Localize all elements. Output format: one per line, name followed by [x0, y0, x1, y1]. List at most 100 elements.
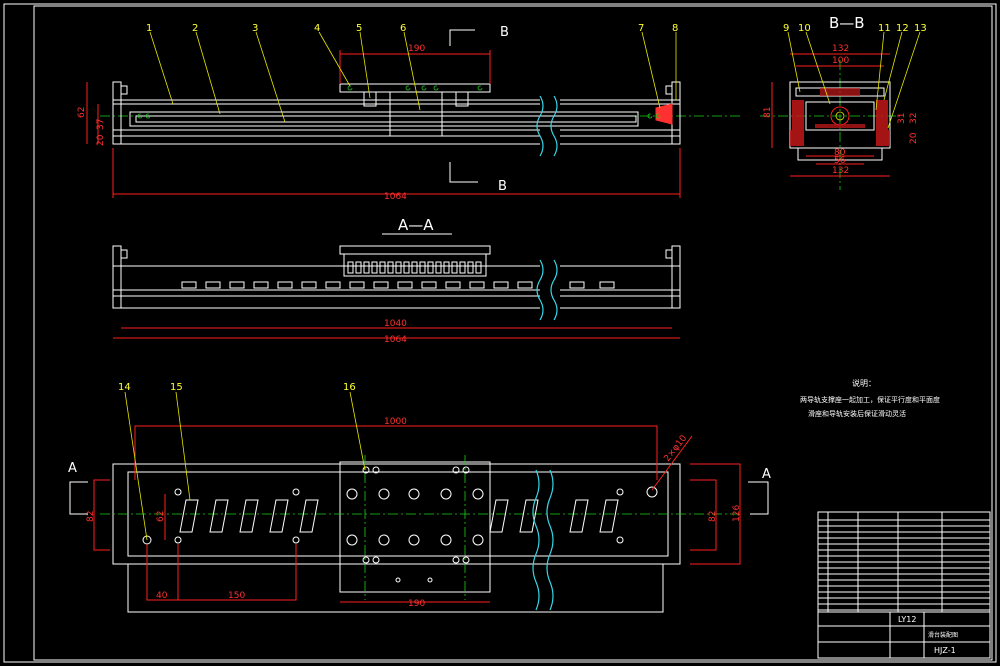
- rail-slot: [205, 281, 221, 289]
- plan-slots: [179, 499, 619, 533]
- mounting-hole: [472, 534, 484, 546]
- rack-tooth: [371, 261, 378, 274]
- dim-bb-100: 100: [832, 56, 849, 66]
- dim-plan-82-right: 82: [708, 511, 718, 522]
- dim-plan-1000: 1000: [384, 417, 407, 427]
- rail-slot: [569, 281, 585, 289]
- dim-bb-132-top: 132: [832, 44, 849, 54]
- plan-slot: [239, 499, 259, 533]
- outer-frame: [3, 3, 997, 663]
- dim-aa-1040: 1040: [384, 319, 407, 329]
- rail-slot: [229, 281, 245, 289]
- mounting-hole: [346, 488, 358, 500]
- balloon-5: 5: [356, 23, 362, 34]
- dim-plan-40: 40: [156, 591, 168, 601]
- title-material: LY12: [898, 615, 916, 624]
- mounting-hole: [378, 534, 390, 546]
- rail-slot: [181, 281, 197, 289]
- balloon-16: 16: [343, 382, 356, 393]
- rack-tooth: [475, 261, 482, 274]
- mounting-hole: [174, 536, 182, 544]
- balloon-15: 15: [170, 382, 183, 393]
- rack-tooth: [363, 261, 370, 274]
- notes-line-1: 两导轨支撑座一起加工，保证平行度和平面度: [800, 395, 940, 404]
- section-b-markers: B B: [449, 25, 509, 194]
- balloon-7: 7: [638, 23, 644, 34]
- plan-slot: [209, 499, 229, 533]
- front-dims: 190 62 37 20 1064: [77, 44, 681, 202]
- rail-slot: [397, 281, 413, 289]
- mounting-hole: [362, 466, 370, 474]
- mounting-hole: [440, 534, 452, 546]
- title-drawing-no: HJZ-1: [934, 646, 956, 655]
- label-b-top: B: [500, 25, 509, 40]
- balloon-3: 3: [252, 23, 258, 34]
- balloon-13: 13: [914, 23, 927, 34]
- leader-lines: [124, 31, 921, 541]
- dim-bb-32: 32: [909, 113, 919, 124]
- rack-tooth: [395, 261, 402, 274]
- balloon-labels: 1 2 3 4 5 6 7 8 9 10 11 12 13 14 15 16: [118, 23, 927, 393]
- mounting-hole: [372, 466, 380, 474]
- rack-tooth: [347, 261, 354, 274]
- dim-plan-126: 126: [732, 505, 742, 522]
- dim-bb-56: 56: [834, 156, 846, 166]
- rail-slot: [493, 281, 509, 289]
- mounting-hole: [616, 488, 624, 496]
- balloon-1: 1: [146, 23, 152, 34]
- rack-tooth: [435, 261, 442, 274]
- balloon-14: 14: [118, 382, 131, 393]
- rail-slot: [301, 281, 317, 289]
- dim-bb-31: 31: [897, 113, 907, 124]
- rack-tooth: [387, 261, 394, 274]
- plan-slot: [569, 499, 589, 533]
- dim-front-1064: 1064: [384, 192, 407, 202]
- balloon-4: 4: [314, 23, 320, 34]
- label-a-right: A: [762, 467, 771, 482]
- rail-slot: [373, 281, 389, 289]
- mounting-hole: [292, 488, 300, 496]
- mounting-hole: [616, 536, 624, 544]
- dim-front-20: 20: [96, 134, 106, 146]
- rail-slot: [325, 281, 341, 289]
- section-bb-view: B—B 132 100 81 31 32 20 80 56 132: [760, 14, 919, 190]
- rail-slot: [349, 281, 365, 289]
- mounting-hole: [452, 556, 460, 564]
- mounting-hole: [462, 556, 470, 564]
- dim-front-37: 37: [96, 119, 106, 130]
- mounting-hole: [462, 466, 470, 474]
- dim-plan-holes: 2×φ10: [662, 433, 689, 464]
- mounting-hole: [408, 488, 420, 500]
- dim-front-62: 62: [77, 107, 87, 118]
- mounting-hole: [452, 466, 460, 474]
- balloon-10: 10: [798, 23, 811, 34]
- mounting-hole: [362, 556, 370, 564]
- rack-tooth: [355, 261, 362, 274]
- balloon-11: 11: [878, 23, 891, 34]
- mounting-hole: [174, 488, 182, 496]
- aa-slots: [181, 281, 615, 289]
- plan-slot: [489, 499, 509, 533]
- dim-plan-150: 150: [228, 591, 245, 601]
- rack-tooth: [459, 261, 466, 274]
- balloon-6: 6: [400, 23, 406, 34]
- rack-tooth: [379, 261, 386, 274]
- aa-title: A—A: [398, 216, 434, 234]
- mounting-hole: [646, 486, 658, 498]
- rail-slot: [421, 281, 437, 289]
- rail-slot: [469, 281, 485, 289]
- dim-bb-81: 81: [763, 107, 773, 118]
- plan-slot: [519, 499, 539, 533]
- mounting-hole: [292, 536, 300, 544]
- rail-slot: [599, 281, 615, 289]
- balloon-12: 12: [896, 23, 909, 34]
- rack-tooth: [467, 261, 474, 274]
- dim-plan-62: 62: [156, 511, 166, 522]
- plan-view: 1000 82 62 82 126 40 150 190 2×φ10: [86, 417, 742, 613]
- dim-plan-82-left: 82: [86, 511, 96, 522]
- rail-slot: [445, 281, 461, 289]
- notes-title: 说明：: [852, 378, 876, 388]
- mounting-hole: [395, 577, 401, 583]
- plan-slot: [269, 499, 289, 533]
